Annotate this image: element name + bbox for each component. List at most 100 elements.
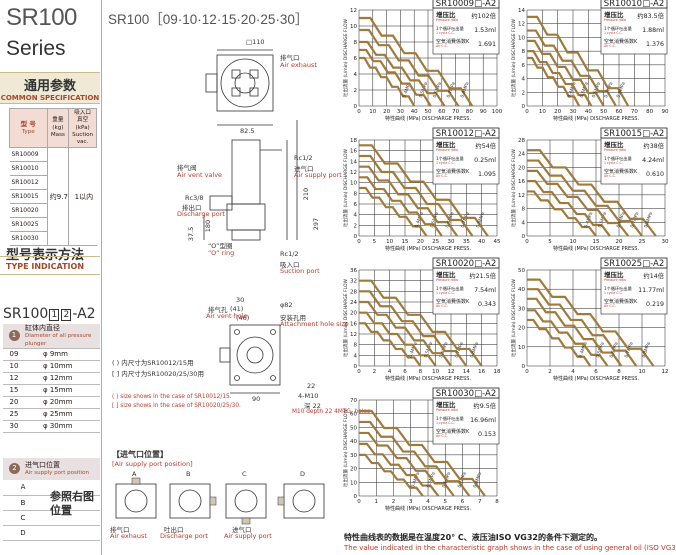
x-tick-label: 2 [392,499,396,505]
x-tick-label: 10 [369,109,376,115]
x-tick-label: 5 [548,239,552,245]
y-tick-label: 8 [522,207,526,213]
x-tick-label: 16 [478,369,485,375]
series-label: 0.8MPa [641,341,652,359]
ratio-value: 约38倍 [643,141,664,150]
air-coef-value: 1.691 [478,41,496,48]
series-label: 0.5MPa [423,341,434,359]
series-line [527,190,597,237]
x-tick-label: 45 [494,239,501,245]
y-tick-label: 0 [522,364,526,370]
air-coef-label-en: Air C.C. [604,44,616,48]
bore-diameter: φ 25mm [25,408,100,421]
ratio-label-en: Pressure ratio [604,18,626,22]
info-box [432,267,500,315]
y-tick-label: 40 [350,439,357,445]
chart-title: SR10025□-A2 [604,259,664,269]
type-box-1: 1 [49,309,60,321]
ratio-value: 约102倍 [471,11,496,20]
y-tick-label: 4 [354,72,358,78]
label-supply-zh: 进气口 [294,165,314,173]
drawing-panel: SR100［09·10·12·15·20·25·30］ [101,0,370,555]
series-label: 0.4MPa [401,81,412,99]
x-tick-label: 10 [639,369,646,375]
x-tick-label: 50 [600,109,607,115]
x-tick-label: 8 [495,499,499,505]
x-tick-label: 20 [616,239,623,245]
spec-vacuum: 1以内 [68,147,97,247]
y-tick-label: 10 [350,181,357,187]
displacement-label-en: 1 cycle C.C. [604,291,623,295]
series-label: 0.8MPa [643,211,654,229]
label-rc12-suction: Rc1/2 [280,250,299,258]
chart-title: SR10010□-A2 [604,0,664,9]
y-axis-label: 吐出流量 (L/min) DISCHARGE FLOW [342,408,349,486]
displacement-value: 0.25ml [474,157,496,164]
x-tick-label: 3 [409,499,413,505]
ratio-label: 增压比 [436,400,456,409]
x-tick-label: 0 [357,369,361,375]
type-prefix: SR100 [3,306,49,322]
spec-row: SR10015 [9,189,97,205]
y-tick-label: 6 [354,56,358,62]
type-suffix: -A2 [72,306,96,322]
displacement-label-en: 1 cycle C.C. [604,31,623,35]
position-supply-en: Air supply port [224,532,272,540]
info-box [600,137,668,185]
x-axis-label: 特性曲线 (MPa) DISCHARGE PRESS. [553,115,640,122]
bore-code: 15 [3,384,25,397]
x-tick-label: 30 [397,109,404,115]
air-coef-label: 空気消費係数K [604,168,638,175]
y-tick-label: 14 [350,159,357,165]
series-line [359,56,416,107]
air-coef-label: 空気消費係数K [604,38,638,45]
series-line [527,39,605,107]
y-tick-label: 4 [354,213,358,219]
x-tick-label: 4 [388,369,392,375]
x-tick-label: 2 [373,369,377,375]
air-coef-value: 0.153 [478,431,496,438]
displacement-label: 1个循环吐出量 [436,155,464,162]
series-line [527,180,611,237]
bore-code: 09 [3,348,25,361]
bore-diameter: φ 30mm [25,420,100,433]
title-box [600,257,668,269]
displacement-label: 1个循环吐出量 [436,25,464,32]
label-d82: φ82 [280,301,293,309]
x-tick-label: 0 [525,369,529,375]
series-line [359,290,468,367]
info-box [600,267,668,315]
bore-code: 30 [3,420,25,433]
series-line [527,309,609,367]
y-tick-label: 30 [350,453,357,459]
air-coef-value: 0.343 [478,301,496,308]
label-mount-zh: 安装孔用 [280,314,306,322]
chart-title: SR10012□-A2 [436,129,496,139]
position-exhaust-zh: 排气口 [110,526,130,534]
port-code: D [3,525,43,541]
x-tick-label: 60 [616,109,623,115]
displacement-value: 16.96ml [470,417,496,424]
series-label: 0.7MPa [623,341,634,359]
x-tick-label: 0 [357,109,361,115]
port-row: C [3,510,100,526]
series-line [359,453,424,497]
series-line [359,442,440,497]
label-oring-zh: “O”型圈 [208,242,233,250]
x-tick-label: 14 [463,369,470,375]
y-tick-label: 8 [354,343,358,349]
label-suction-en: Suction port [280,267,320,275]
ratio-label-en: Pressure ratio [604,148,626,152]
y-tick-label: 24 [350,300,357,306]
series-line [359,16,474,107]
series-line [359,279,483,367]
chart-title: SR10009□-A2 [436,0,496,9]
label-d297: 297 [312,217,321,231]
